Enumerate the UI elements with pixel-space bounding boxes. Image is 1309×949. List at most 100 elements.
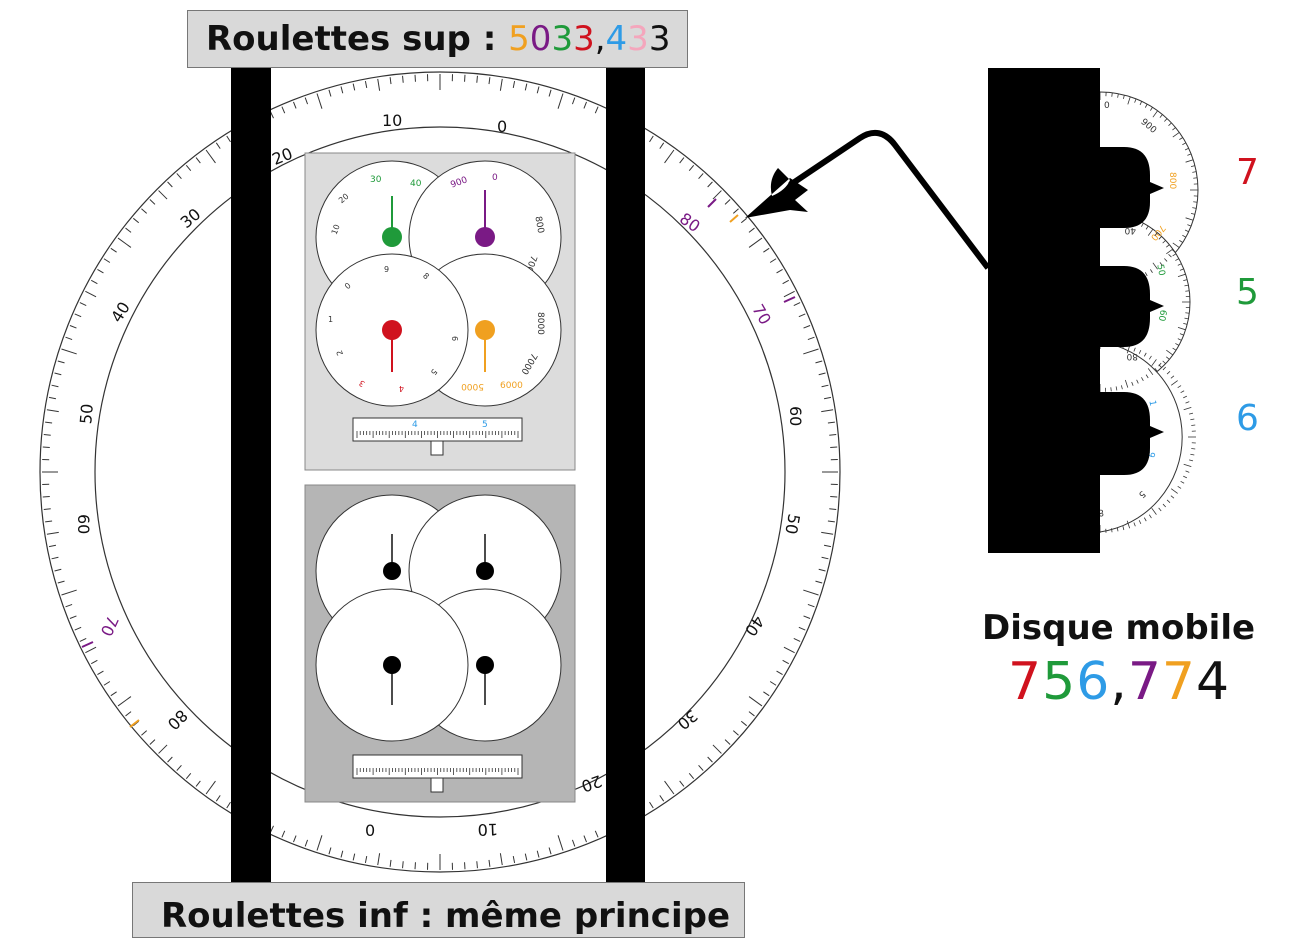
mobile-dial-tick xyxy=(1163,504,1166,507)
mobile-dial-tick xyxy=(1112,93,1113,97)
big-dial-tick xyxy=(829,435,836,436)
upper-slider-label-4: 4 xyxy=(412,420,418,430)
big-dial-label-10-bottom: 10 xyxy=(477,820,498,840)
mobile-dial-tick xyxy=(1111,387,1112,391)
mobile-dial-tick xyxy=(1190,419,1194,420)
mobile-dial-tick xyxy=(1183,396,1187,398)
dial-red-label-9: 9 xyxy=(384,265,389,274)
mobile-mid-label-80: 80 xyxy=(1126,351,1138,361)
top-digit-5: 4 xyxy=(606,19,628,59)
dial-purple-label-0: 0 xyxy=(492,173,498,183)
mobile-dial-tick xyxy=(1159,508,1162,511)
top-digit-comma: , xyxy=(595,19,606,59)
side-digit-bot: 6 xyxy=(1236,398,1259,439)
big-dial-tick xyxy=(829,509,836,510)
mobile-dial-tick xyxy=(1171,376,1174,379)
mobile-dial-tick xyxy=(1167,371,1170,374)
dial-green-hub xyxy=(382,227,402,247)
top-digit-6: 3 xyxy=(627,19,649,59)
mobile-dial-tick xyxy=(1184,407,1192,409)
dial-purple-hub xyxy=(475,227,495,247)
dial-green-label-30: 30 xyxy=(370,175,382,185)
dial-orange-label-6000: 6000 xyxy=(500,381,523,391)
pointer-arrow-head xyxy=(745,168,808,218)
mobile-dial-tick xyxy=(1178,386,1181,388)
mobile-dial-tick xyxy=(1171,381,1177,386)
mobile-dial-tick xyxy=(1167,500,1170,503)
big-dial-label-50: 50 xyxy=(76,403,97,425)
right-rail xyxy=(606,66,645,896)
big-dial-tick xyxy=(477,76,478,83)
dial-red-hub xyxy=(382,320,402,340)
lower-hub-tl xyxy=(383,562,401,580)
lower-hub-bl xyxy=(383,656,401,674)
mobile-dial-tick xyxy=(1189,460,1193,461)
big-dial-label-60-right: 60 xyxy=(786,406,805,426)
mobile-body xyxy=(988,68,1100,553)
top-digit-0: 5 xyxy=(508,19,530,59)
mobile-dial-tick xyxy=(1185,291,1189,292)
mobile-digit-1: 5 xyxy=(1042,652,1076,712)
mobile-dial-tick xyxy=(1171,489,1177,494)
mobile-mid-label-60: 60 xyxy=(1156,309,1168,322)
mobile-dial-tick xyxy=(1134,523,1135,527)
mobile-digit-0: 7 xyxy=(1008,652,1042,712)
mobile-dial-tick xyxy=(1189,413,1193,414)
mobile-dial-tick xyxy=(1178,486,1181,488)
top-banner-label: Roulettes sup : xyxy=(206,19,508,59)
big-dial-label-50-right: 50 xyxy=(781,512,803,535)
dial-red-label-1: 1 xyxy=(328,315,333,324)
big-dial-tick xyxy=(477,861,478,868)
big-dial-label-60-left: 60 xyxy=(74,514,93,534)
mobile-top-label-800: 800 xyxy=(1167,172,1177,189)
mobile-dial-tick xyxy=(1112,528,1113,532)
mobile-digit-6: 4 xyxy=(1196,652,1230,712)
lower-hub-br xyxy=(476,656,494,674)
dial-green-label-40: 40 xyxy=(410,179,422,189)
big-dial-tick xyxy=(403,76,404,83)
mobile-dial-tick xyxy=(1171,496,1174,499)
big-dial-label-0-bottom: 0 xyxy=(365,821,375,840)
mobile-dial-tick xyxy=(1191,449,1195,450)
mobile-dial-tick xyxy=(1149,515,1151,518)
mobile-digit-2: 6 xyxy=(1076,652,1110,712)
dial-orange-hub xyxy=(475,320,495,340)
mobile-dial-tick xyxy=(1193,178,1197,179)
big-dial-label-0: 0 xyxy=(497,117,507,136)
mobile-top-label-0: 0 xyxy=(1104,101,1110,111)
upper-box: 30 40 50 60 10 20 900 0 800 700 600 500 … xyxy=(305,153,575,470)
mobile-dial-tick xyxy=(1186,402,1190,403)
mobile-mid-label-50: 50 xyxy=(1154,264,1166,277)
upper-slider-label-5: 5 xyxy=(482,420,488,430)
big-dial-tick xyxy=(44,509,51,510)
mobile-digit-5: 7 xyxy=(1162,652,1196,712)
mobile-dial-tick xyxy=(1191,425,1195,426)
mobile-dial-tick xyxy=(1181,481,1185,483)
lower-slider-handle xyxy=(431,778,443,792)
bottom-banner: Roulettes inf : même principe xyxy=(132,882,745,938)
side-digit-mid: 5 xyxy=(1236,272,1259,313)
side-digit-top: 7 xyxy=(1236,152,1259,193)
dial-red-label-6: 6 xyxy=(450,336,459,341)
mobile-dial-tick xyxy=(1183,476,1187,478)
mobile-dial-tick xyxy=(1144,518,1146,522)
upper-slider-handle xyxy=(431,441,443,455)
mobile-dial-tick xyxy=(1193,202,1197,203)
mobile-disc-value: 756,774 xyxy=(1008,652,1230,712)
mobile-dial-tick xyxy=(1123,526,1124,530)
mobile-dial-tick xyxy=(1139,520,1141,524)
mobile-dial-tick xyxy=(1152,508,1157,514)
mobile-dial-tick xyxy=(1163,367,1166,370)
mobile-dial-tick xyxy=(1181,391,1185,393)
lower-box xyxy=(305,485,575,802)
dial-red-label-4: 4 xyxy=(399,384,404,393)
dial-orange-label-8000: 8000 xyxy=(535,312,545,335)
bottom-banner-label: Roulettes inf : même principe xyxy=(161,896,730,936)
mobile-digit-4: 7 xyxy=(1128,652,1162,712)
top-digit-3: 3 xyxy=(573,19,595,59)
dial-orange-label-5000: 5000 xyxy=(461,381,484,391)
big-dial-label-10: 10 xyxy=(382,111,402,130)
big-dial-tick xyxy=(44,435,51,436)
